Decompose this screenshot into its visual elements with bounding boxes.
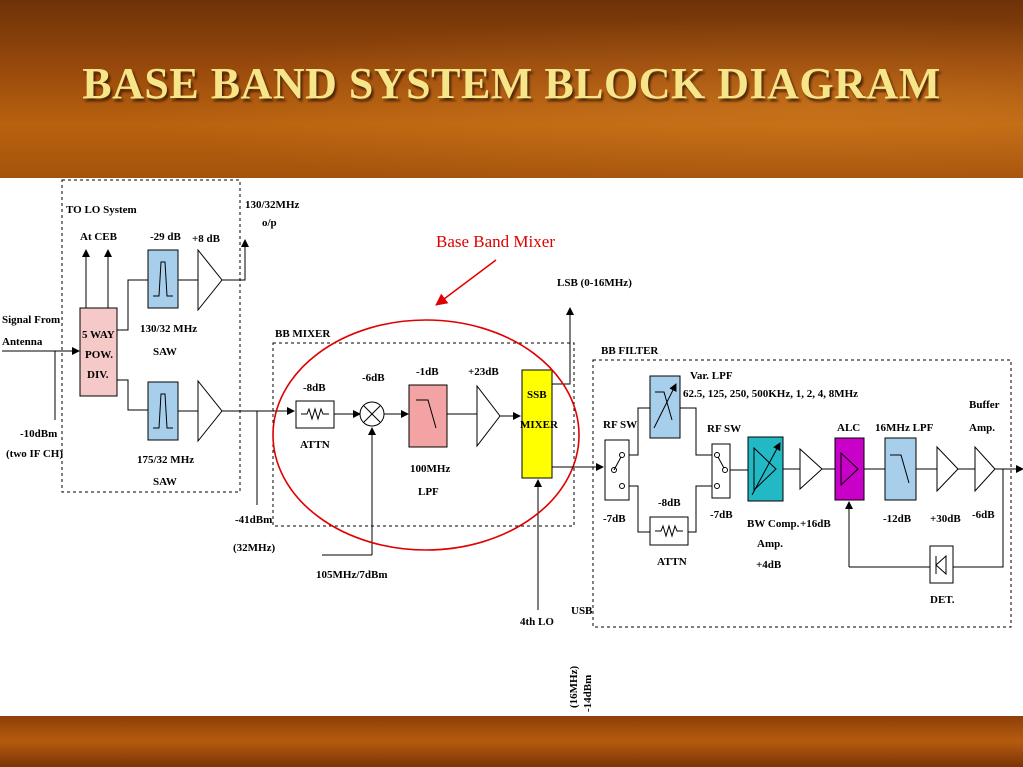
mixer-attn-label: ATTN [300,439,330,451]
mixer-input-level: -41dBm [235,514,272,526]
mixer-lpf-gain: -1dB [416,366,439,378]
rf-sw1-label: RF SW [603,419,637,431]
bw-comp-gain: +4dB [756,559,782,571]
mixer-amp [476,384,501,448]
footer-banner [0,716,1023,767]
rf-switch-2 [711,443,731,499]
divider-label-2: POW. [85,349,113,361]
var-lpf-label: Var. LPF [690,370,733,382]
bw-comp-label: BW Comp. [747,518,800,530]
filter-attn-label: ATTN [657,556,687,568]
buffer-gain: -6dB [972,509,995,521]
amp-top-gain: +8 dB [192,233,221,245]
rf-switch-1 [604,439,630,501]
amp-30db [936,445,959,493]
input-level-label: -10dBm [20,428,57,440]
gain-top-label: -29 dB [150,231,182,243]
bw-comp-amp [747,436,784,502]
rf-sw2-label: RF SW [707,423,741,435]
buffer-amp [974,445,996,493]
mixer-callout-ellipse [272,319,580,551]
antenna-label: Antenna [2,336,43,348]
output-top-freq: 130/32MHz [245,199,299,211]
filter-amp-16db [799,447,823,491]
saw-filter-top [147,249,179,309]
ssb-label-2: MIXER [520,419,559,431]
input-ch-label: (two IF CH) [6,448,63,460]
bw-comp-label-2: Amp. [757,538,783,550]
signal-from-label: Signal From [2,314,60,326]
lsb-label: LSB (0-16MHz) [557,277,632,289]
ssb-mixer-block: SSB MIXER [520,369,559,479]
amp-bottom [197,379,223,443]
filter-amp-gain: +16dB [800,518,831,530]
mixer-input-freq: (32MHz) [233,542,275,554]
saw-filter-bottom [147,381,179,441]
saw-bottom-label: SAW [153,476,177,488]
bb-mixer-title: BB MIXER [275,328,331,340]
to-lo-label: TO LO System [66,204,137,216]
lpf-16mhz [884,437,917,501]
mixer-attn-gain: -8dB [303,382,326,394]
fourth-lo-label: 4th LO [520,616,554,628]
slide-title: BASE BAND SYSTEM BLOCK DIAGRAM [82,59,941,108]
power-divider-block: 5 WAY POW. DIV. [79,307,118,397]
divider-label-1: 5 WAY [82,329,115,341]
usb-freq: (16MHz) [568,666,580,708]
variable-lpf [649,375,681,439]
mixer-amp-gain: +23dB [468,366,499,378]
filter-attn-gain: -8dB [658,497,681,509]
at-ceb-label: At CEB [80,231,118,243]
mixer-attenuator [295,400,335,429]
saw-bottom-freq: 175/32 MHz [137,454,194,466]
bb-filter-box [592,359,1012,628]
rf-sw1-gain: -7dB [603,513,626,525]
mixer-mix-gain: -6dB [362,372,385,384]
buffer-label: Buffer [969,399,1000,411]
amp-top [197,248,223,312]
alc-block [834,437,865,501]
alc-label: ALC [837,422,860,434]
lo-input-label: 105MHz/7dBm [316,569,388,581]
mixer-multiplier [359,401,385,427]
block-diagram: TO LO System At CEB Signal From Antenna … [2,179,1023,712]
var-lpf-freqs: 62.5, 125, 250, 500KHz, 1, 2, 4, 8MHz [683,388,858,400]
divider-label-3: DIV. [87,369,109,381]
ssb-label-1: SSB [527,389,547,401]
saw-top-label: SAW [153,346,177,358]
callout-label: Base Band Mixer [436,232,555,251]
mixer-lpf-freq: 100MHz [410,463,450,475]
filter-attenuator [649,516,689,546]
detector-block [929,545,954,584]
det-label: DET. [930,594,955,606]
mixer-lpf [408,384,448,448]
usb-level: -14dBm [582,675,594,712]
buffer-label-2: Amp. [969,422,995,434]
rf-sw2-gain: -7dB [710,509,733,521]
output-top-label: o/p [262,217,277,229]
title-banner: BASE BAND SYSTEM BLOCK DIAGRAM [0,0,1023,178]
amp30-gain: +30dB [930,513,961,525]
lo-section-box [61,179,241,493]
mixer-lpf-label: LPF [418,486,439,498]
bb-filter-title: BB FILTER [601,345,659,357]
lpf16-gain: -12dB [883,513,912,525]
saw-top-freq: 130/32 MHz [140,323,197,335]
usb-label: USB [571,605,593,617]
lpf16-label: 16MHz LPF [875,422,934,434]
